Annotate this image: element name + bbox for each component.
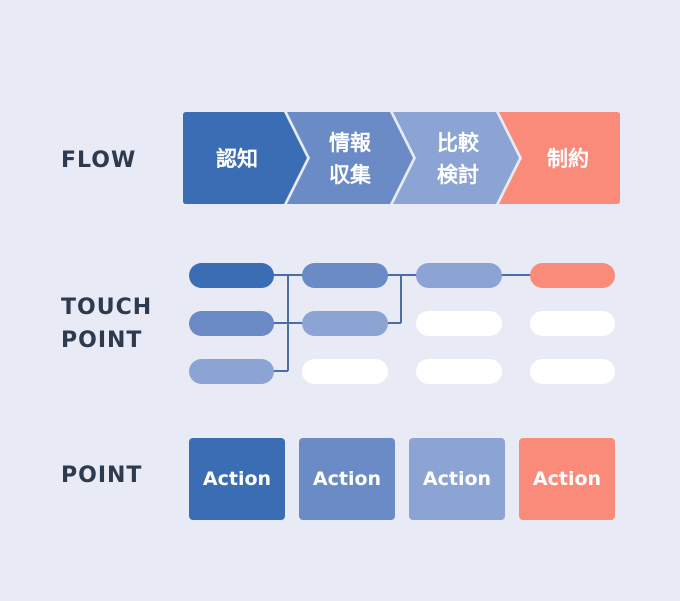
flow-step-1-line-1: 認知	[216, 147, 258, 171]
touch-point-pill	[530, 311, 615, 336]
flow-step-4-shape	[499, 112, 620, 204]
flow-step-3-shape	[393, 112, 519, 204]
touch-point-pill	[302, 311, 388, 336]
flow-step-1: 認知	[183, 112, 307, 204]
action-box-3: Action	[409, 438, 505, 520]
touch-point-pill	[530, 263, 615, 288]
action-box-4: Action	[519, 438, 615, 520]
touch-point-pill	[189, 311, 274, 336]
touch-point-pill	[416, 263, 502, 288]
point-label: POINT	[61, 463, 143, 488]
action-box-1: Action	[189, 438, 285, 520]
touch-point-label: TOUCH POINT	[61, 295, 153, 353]
touch-point-pill	[530, 359, 615, 384]
flow-step-1-shape	[183, 112, 307, 204]
flow-step-2-line-2: 収集	[329, 163, 372, 187]
flow-step-2: 情報 収集	[287, 112, 413, 204]
flow-step-2-shape	[287, 112, 413, 204]
touch-point-pill	[189, 263, 274, 288]
touch-point-connectors	[273, 274, 531, 372]
flow-step-4: 制約	[499, 112, 620, 204]
flow-step-3-line-2: 検討	[437, 163, 479, 187]
touch-point-pill	[416, 359, 502, 384]
action-box-2: Action	[299, 438, 395, 520]
flow-label: FLOW	[61, 148, 137, 173]
flow-step-3-line-1: 比較	[437, 131, 480, 155]
touch-point-pill	[189, 359, 274, 384]
touch-point-pill	[302, 263, 388, 288]
flow-step-2-line-1: 情報	[329, 131, 372, 155]
flow-step-3: 比較 検討	[393, 112, 519, 204]
touch-point-pill	[416, 311, 502, 336]
flow-step-4-line-1: 制約	[547, 147, 589, 171]
touch-point-pill	[302, 359, 388, 384]
